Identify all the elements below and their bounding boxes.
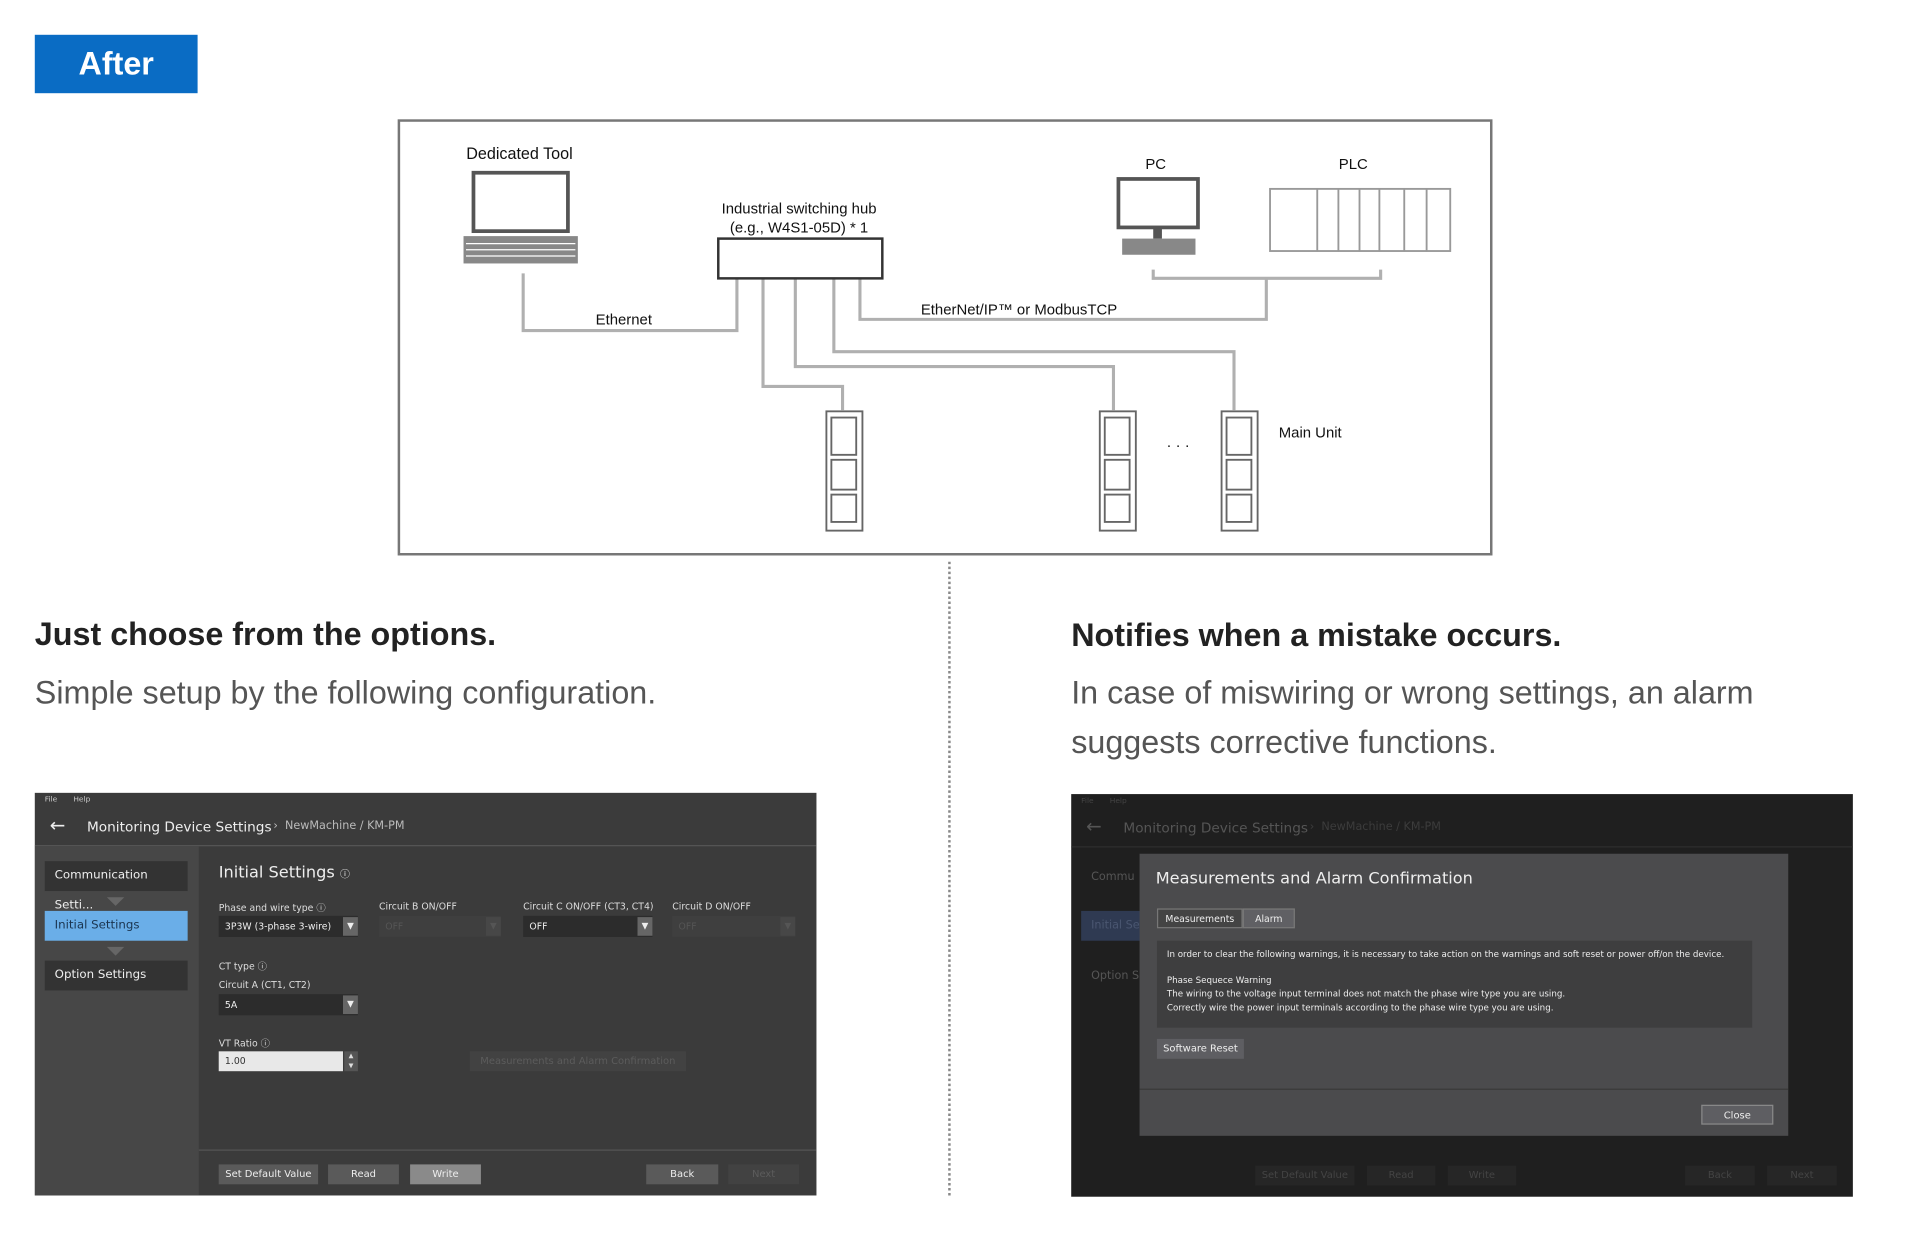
app-header: ← Monitoring Device Settings › NewMachin… — [1071, 809, 1853, 848]
bg-sidebar-initial: Initial Se — [1081, 910, 1141, 941]
info-icon: ⓘ — [257, 960, 268, 972]
set-default-button[interactable]: Set Default Value — [218, 1164, 319, 1185]
app-title: Monitoring Device Settings — [1123, 820, 1309, 837]
phase-wire-type-dropdown[interactable]: 3P3W (3-phase 3-wire)▼ — [218, 915, 358, 937]
chevron-down-icon: ▼ — [342, 917, 358, 936]
pc-icon — [1116, 177, 1200, 255]
ct-type-label: CT type ⓘ — [218, 960, 268, 972]
back-arrow-icon: ← — [1086, 815, 1102, 838]
info-icon: ⓘ — [316, 902, 326, 914]
warning-action: Correctly wire the power input terminals… — [1166, 1002, 1554, 1013]
label-main-unit: Main Unit — [1279, 425, 1343, 441]
circuit-c-dropdown[interactable]: OFF▼ — [523, 915, 653, 937]
circuit-b-dropdown: OFF▼ — [379, 915, 501, 937]
section-divider — [948, 561, 951, 1196]
after-badge: After — [34, 34, 198, 94]
circuit-d-label: Circuit D ON/OFF — [672, 900, 751, 913]
menu-help: Help — [1109, 796, 1127, 806]
chevron-down-icon: ▼ — [342, 995, 358, 1015]
label-dedicated-tool: Dedicated Tool — [466, 145, 572, 163]
vt-ratio-label: VT Ratio ⓘ — [218, 1037, 270, 1049]
bg-set-default-button: Set Default Value — [1255, 1165, 1355, 1186]
main-unit-icon — [1220, 410, 1259, 532]
circuit-a-label: Circuit A (CT1, CT2) — [218, 979, 311, 991]
vt-ratio-input[interactable]: 1.00 — [218, 1051, 343, 1072]
measurements-alarm-button: Measurements and Alarm Confirmation — [469, 1051, 686, 1072]
sidebar: Communication Setti... Initial Settings … — [34, 846, 199, 1196]
warning-title: Phase Sequece Warning — [1166, 975, 1272, 986]
bg-back-button: Back — [1685, 1165, 1755, 1186]
left-heading: Just choose from the options. — [34, 615, 497, 653]
laptop-icon — [463, 170, 578, 264]
menu-help[interactable]: Help — [73, 795, 91, 805]
chevron-down-icon: ▼ — [485, 917, 501, 936]
bg-next-button: Next — [1767, 1165, 1837, 1186]
tab-alarm[interactable]: Alarm — [1242, 908, 1295, 929]
label-hub-model: (e.g., W4S1-05D) * 1 — [730, 220, 868, 236]
circuit-d-dropdown: OFF▼ — [672, 915, 796, 937]
info-icon: ⓘ — [260, 1037, 270, 1049]
settings-app-screenshot: File Help ← Monitoring Device Settings ›… — [34, 792, 817, 1196]
label-protocol: EtherNet/IP™ or ModbusTCP — [921, 302, 1117, 318]
label-pc: PC — [1145, 157, 1166, 173]
menu-bar: File Help — [1071, 794, 1853, 809]
network-cables — [521, 269, 1383, 411]
warning-detail: The wiring to the voltage input terminal… — [1166, 989, 1566, 1000]
right-heading: Notifies when a mistake occurs. — [1071, 616, 1562, 654]
breadcrumb: › NewMachine / KM-PM — [273, 820, 405, 833]
label-ethernet: Ethernet — [596, 312, 653, 328]
bg-read-button: Read — [1366, 1165, 1436, 1186]
circuit-c-label: Circuit C ON/OFF (CT3, CT4) — [523, 900, 654, 913]
step-arrow-icon — [106, 897, 125, 906]
plc-icon — [1269, 187, 1452, 252]
app-header: ← Monitoring Device Settings › NewMachin… — [34, 808, 817, 847]
dialog-title: Measurements and Alarm Confirmation — [1155, 869, 1473, 889]
bg-write-button: Write — [1447, 1165, 1517, 1186]
close-button[interactable]: Close — [1701, 1104, 1774, 1125]
circuit-b-label: Circuit B ON/OFF — [379, 900, 457, 913]
tab-measurements[interactable]: Measurements — [1156, 908, 1243, 929]
phase-label: Phase and wire type ⓘ — [218, 902, 326, 914]
back-arrow-icon[interactable]: ← — [49, 813, 66, 837]
next-button: Next — [728, 1164, 800, 1185]
label-hub: Industrial switching hub — [722, 202, 877, 218]
chevron-down-icon: ▼ — [637, 917, 653, 936]
sidebar-item-option-settings[interactable]: Option Settings — [44, 960, 188, 991]
alarm-intro: In order to clear the following warnings… — [1166, 949, 1725, 960]
bg-sidebar-option: Option S — [1091, 970, 1140, 983]
app-title: Monitoring Device Settings — [86, 818, 272, 836]
alarm-dialog: Measurements and Alarm Confirmation Meas… — [1139, 853, 1789, 1136]
read-button[interactable]: Read — [328, 1164, 399, 1185]
circuit-a-dropdown[interactable]: 5A▼ — [218, 994, 358, 1016]
network-diagram-drawing: Dedicated Tool Industrial switching hub … — [463, 145, 1452, 532]
switching-hub-icon — [717, 237, 884, 280]
menu-file: File — [1081, 796, 1094, 806]
info-icon: ⓘ — [339, 868, 350, 880]
write-button[interactable]: Write — [410, 1164, 481, 1185]
main-unit-icon — [825, 410, 864, 532]
sidebar-item-initial-settings[interactable]: Initial Settings — [44, 910, 188, 941]
label-plc: PLC — [1339, 157, 1368, 173]
label-ellipsis: · · · — [1166, 438, 1189, 454]
vt-ratio-stepper[interactable]: ▲▼ — [344, 1051, 358, 1072]
step-arrow-icon — [106, 946, 125, 956]
sidebar-item-communication[interactable]: Communication Setti... — [44, 861, 188, 912]
software-reset-button[interactable]: Software Reset — [1156, 1038, 1244, 1059]
menu-file[interactable]: File — [44, 795, 58, 805]
chevron-down-icon: ▼ — [780, 917, 796, 936]
main-unit-icon — [1098, 410, 1137, 532]
breadcrumb: › NewMachine / KM-PM — [1309, 821, 1441, 834]
alarm-message: In order to clear the following warnings… — [1156, 940, 1753, 1028]
footer-divider — [198, 1149, 817, 1151]
right-subtitle-2: suggests corrective functions. — [1071, 723, 1497, 761]
bg-sidebar-communication: Commu — [1091, 871, 1135, 884]
dialog-footer-divider — [1139, 1088, 1789, 1090]
left-subtitle: Simple setup by the following configurat… — [34, 673, 657, 711]
menu-bar: File Help — [35, 793, 817, 808]
section-title: Initial Settings ⓘ — [218, 863, 350, 883]
alarm-dialog-screenshot: File Help ← Monitoring Device Settings ›… — [1071, 794, 1853, 1197]
right-subtitle-1: In case of miswiring or wrong settings, … — [1071, 673, 1754, 711]
back-button[interactable]: Back — [646, 1164, 719, 1185]
